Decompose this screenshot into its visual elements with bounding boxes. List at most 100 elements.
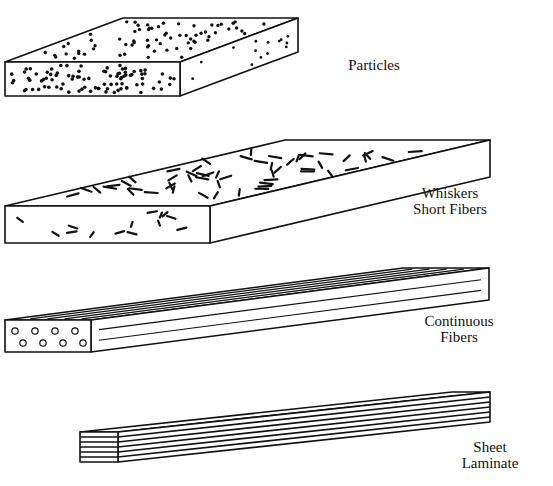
particle-dot xyxy=(235,26,238,29)
particle-dot xyxy=(254,40,257,43)
slab-end-face xyxy=(5,62,180,96)
particle-dot xyxy=(141,82,145,86)
particle-dot xyxy=(24,67,28,71)
whisker-fiber xyxy=(131,222,133,227)
particle-dot xyxy=(49,73,53,77)
whisker-fiber xyxy=(17,218,23,222)
fiber-cross-section xyxy=(20,340,26,346)
whisker-fiber xyxy=(271,163,272,169)
whisker-fiber xyxy=(177,228,186,230)
particle-dot xyxy=(44,76,48,80)
particle-dot xyxy=(267,41,270,44)
particle-dot xyxy=(125,20,128,23)
slab-end-face xyxy=(5,320,91,352)
particle-dot xyxy=(54,55,57,58)
slab-side-face xyxy=(118,392,490,462)
particle-dot xyxy=(138,28,141,31)
particle-dot xyxy=(189,37,192,40)
particle-dot xyxy=(254,49,257,52)
whisker-fiber xyxy=(344,155,350,161)
particle-dot xyxy=(191,77,194,80)
particle-dot xyxy=(231,22,234,25)
particle-dot xyxy=(262,22,265,25)
whisker-fiber xyxy=(216,171,219,177)
particle-dot xyxy=(37,88,41,92)
particle-dot xyxy=(169,36,172,39)
whisker-fiber xyxy=(241,156,252,159)
particle-dot xyxy=(155,38,158,41)
particle-dot xyxy=(168,83,172,87)
particle-dot xyxy=(56,71,60,75)
continuous-fiber xyxy=(99,290,481,340)
particle-dot xyxy=(106,87,110,91)
particle-dot xyxy=(194,34,197,37)
whisker-fiber xyxy=(382,157,393,161)
particle-dot xyxy=(232,46,235,49)
particle-dot xyxy=(286,35,289,38)
whisker-fiber xyxy=(202,159,210,164)
particle-dot xyxy=(157,25,160,28)
whisker-fiber xyxy=(297,155,299,161)
whisker-fiber xyxy=(169,183,172,189)
whisker-fiber xyxy=(69,226,77,229)
particle-dot xyxy=(118,72,122,76)
particle-dot xyxy=(133,30,136,33)
whisker-fiber xyxy=(94,187,101,193)
particle-dot xyxy=(206,39,209,42)
particle-dot xyxy=(94,86,98,90)
particle-dot xyxy=(180,56,183,59)
whisker-fiber xyxy=(274,167,280,173)
particle-dot xyxy=(189,47,192,50)
particle-dot xyxy=(243,32,246,35)
particle-dot xyxy=(120,82,124,86)
laminate-layer xyxy=(80,441,118,443)
particle-dot xyxy=(24,88,28,92)
whisker-fiber xyxy=(148,211,157,213)
whisker-fiber xyxy=(168,175,176,180)
particle-dot xyxy=(115,74,119,78)
particle-dot xyxy=(112,91,116,95)
particle-dot xyxy=(89,90,93,94)
reinforcement-label: Whiskers Short Fibers xyxy=(404,186,496,218)
whisker-fiber xyxy=(346,168,358,170)
whisker-fiber xyxy=(238,189,241,195)
particle-dot xyxy=(169,76,173,80)
particle-dot xyxy=(148,26,151,29)
whisker-fiber xyxy=(409,150,422,153)
whisker-fiber xyxy=(320,153,333,154)
particle-dot xyxy=(172,77,176,81)
particle-dot xyxy=(159,42,162,45)
particle-dot xyxy=(50,78,54,82)
particle-dot xyxy=(139,69,143,73)
whisker-fiber xyxy=(328,171,332,177)
particle-dot xyxy=(97,87,101,91)
particle-dot xyxy=(55,85,59,89)
particle-dot xyxy=(93,44,96,47)
particle-dot xyxy=(71,74,75,78)
reinforcement-label: Sheet Laminate xyxy=(444,440,536,472)
whisker-fiber xyxy=(158,221,160,226)
particle-dot xyxy=(40,79,44,83)
continuous-fiber xyxy=(65,269,447,319)
particle-dot xyxy=(28,67,32,71)
particle-dot xyxy=(160,87,164,91)
particle-dot xyxy=(120,76,124,80)
particle-dot xyxy=(109,74,113,78)
particle-dot xyxy=(79,64,83,68)
reinforcement-label: Particles xyxy=(328,58,420,74)
whisker-fiber xyxy=(364,155,366,161)
whisker-fiber xyxy=(258,185,271,188)
particle-dot xyxy=(140,72,144,76)
particle-dot xyxy=(210,23,213,26)
particle-dot xyxy=(146,45,149,48)
continuous-fiber xyxy=(30,269,412,319)
whisker-fiber xyxy=(145,191,158,194)
particle-dot xyxy=(11,81,15,85)
particle-dot xyxy=(132,70,136,74)
particle-dot xyxy=(77,50,80,53)
particle-dot xyxy=(73,57,76,60)
particle-dot xyxy=(121,67,125,71)
particle-dot xyxy=(90,39,93,42)
whisker-fiber xyxy=(301,170,314,172)
